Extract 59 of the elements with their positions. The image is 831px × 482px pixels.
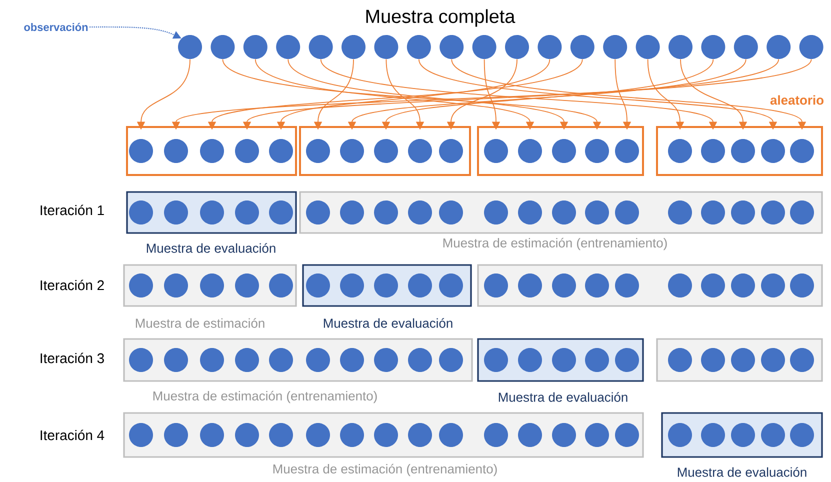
fold-box <box>126 126 297 176</box>
dot <box>129 139 153 163</box>
dot <box>790 139 814 163</box>
dot <box>731 139 755 163</box>
dot <box>615 139 639 163</box>
dot <box>766 35 791 59</box>
dot <box>552 139 576 163</box>
dot <box>799 35 824 59</box>
title: Muestra completa <box>366 9 516 27</box>
dot <box>164 139 188 163</box>
node-label: Muestra de estimación (entrenamiento) <box>273 464 497 476</box>
dot <box>406 35 431 59</box>
dot <box>408 139 432 163</box>
dot <box>570 35 594 59</box>
node-label: Muestra de evaluación <box>498 392 628 402</box>
row-label: Iteración 1 <box>40 204 104 216</box>
node-label: Muestra de evaluación <box>146 243 276 253</box>
dot <box>668 139 692 163</box>
dot <box>538 35 562 59</box>
row-label: Iteración 2 <box>40 280 104 290</box>
dot <box>374 139 398 163</box>
dot <box>342 35 366 59</box>
dot <box>235 139 259 163</box>
node-label: Muestra de evaluación <box>678 467 806 477</box>
node-label: Muestra de estimación (entrenamiento) <box>153 390 377 404</box>
dot <box>276 35 300 59</box>
dot <box>734 35 758 59</box>
node-label: Muestra de estimación <box>136 318 264 328</box>
dot <box>761 139 785 163</box>
dot <box>484 139 508 163</box>
dot <box>269 139 293 163</box>
dot <box>472 35 496 59</box>
dot <box>440 35 464 59</box>
row-label: Iteración 3 <box>40 352 104 364</box>
dot <box>636 35 660 59</box>
dot <box>668 35 692 59</box>
dot <box>340 139 364 163</box>
dot <box>603 35 628 59</box>
dot <box>585 139 609 163</box>
dot <box>701 35 726 59</box>
dot <box>243 35 268 59</box>
fold-box <box>477 126 644 176</box>
node-label: Muestra de estimación (entrenamiento) <box>443 238 667 250</box>
row-label: Iteración 4 <box>40 430 104 440</box>
fold-box <box>299 126 471 176</box>
dot <box>200 139 224 163</box>
dot <box>308 35 333 59</box>
dot <box>505 35 529 59</box>
node-label: Muestra de evaluación <box>324 318 452 328</box>
dot <box>210 35 235 59</box>
dot <box>374 35 398 59</box>
dot <box>518 139 542 163</box>
dot <box>306 139 330 163</box>
fold-box <box>656 126 823 176</box>
dot <box>178 35 202 59</box>
dot <box>439 139 463 163</box>
dot <box>701 139 725 163</box>
annotation-text: observación <box>24 22 88 32</box>
annotation-text: aleatorio <box>770 95 824 105</box>
